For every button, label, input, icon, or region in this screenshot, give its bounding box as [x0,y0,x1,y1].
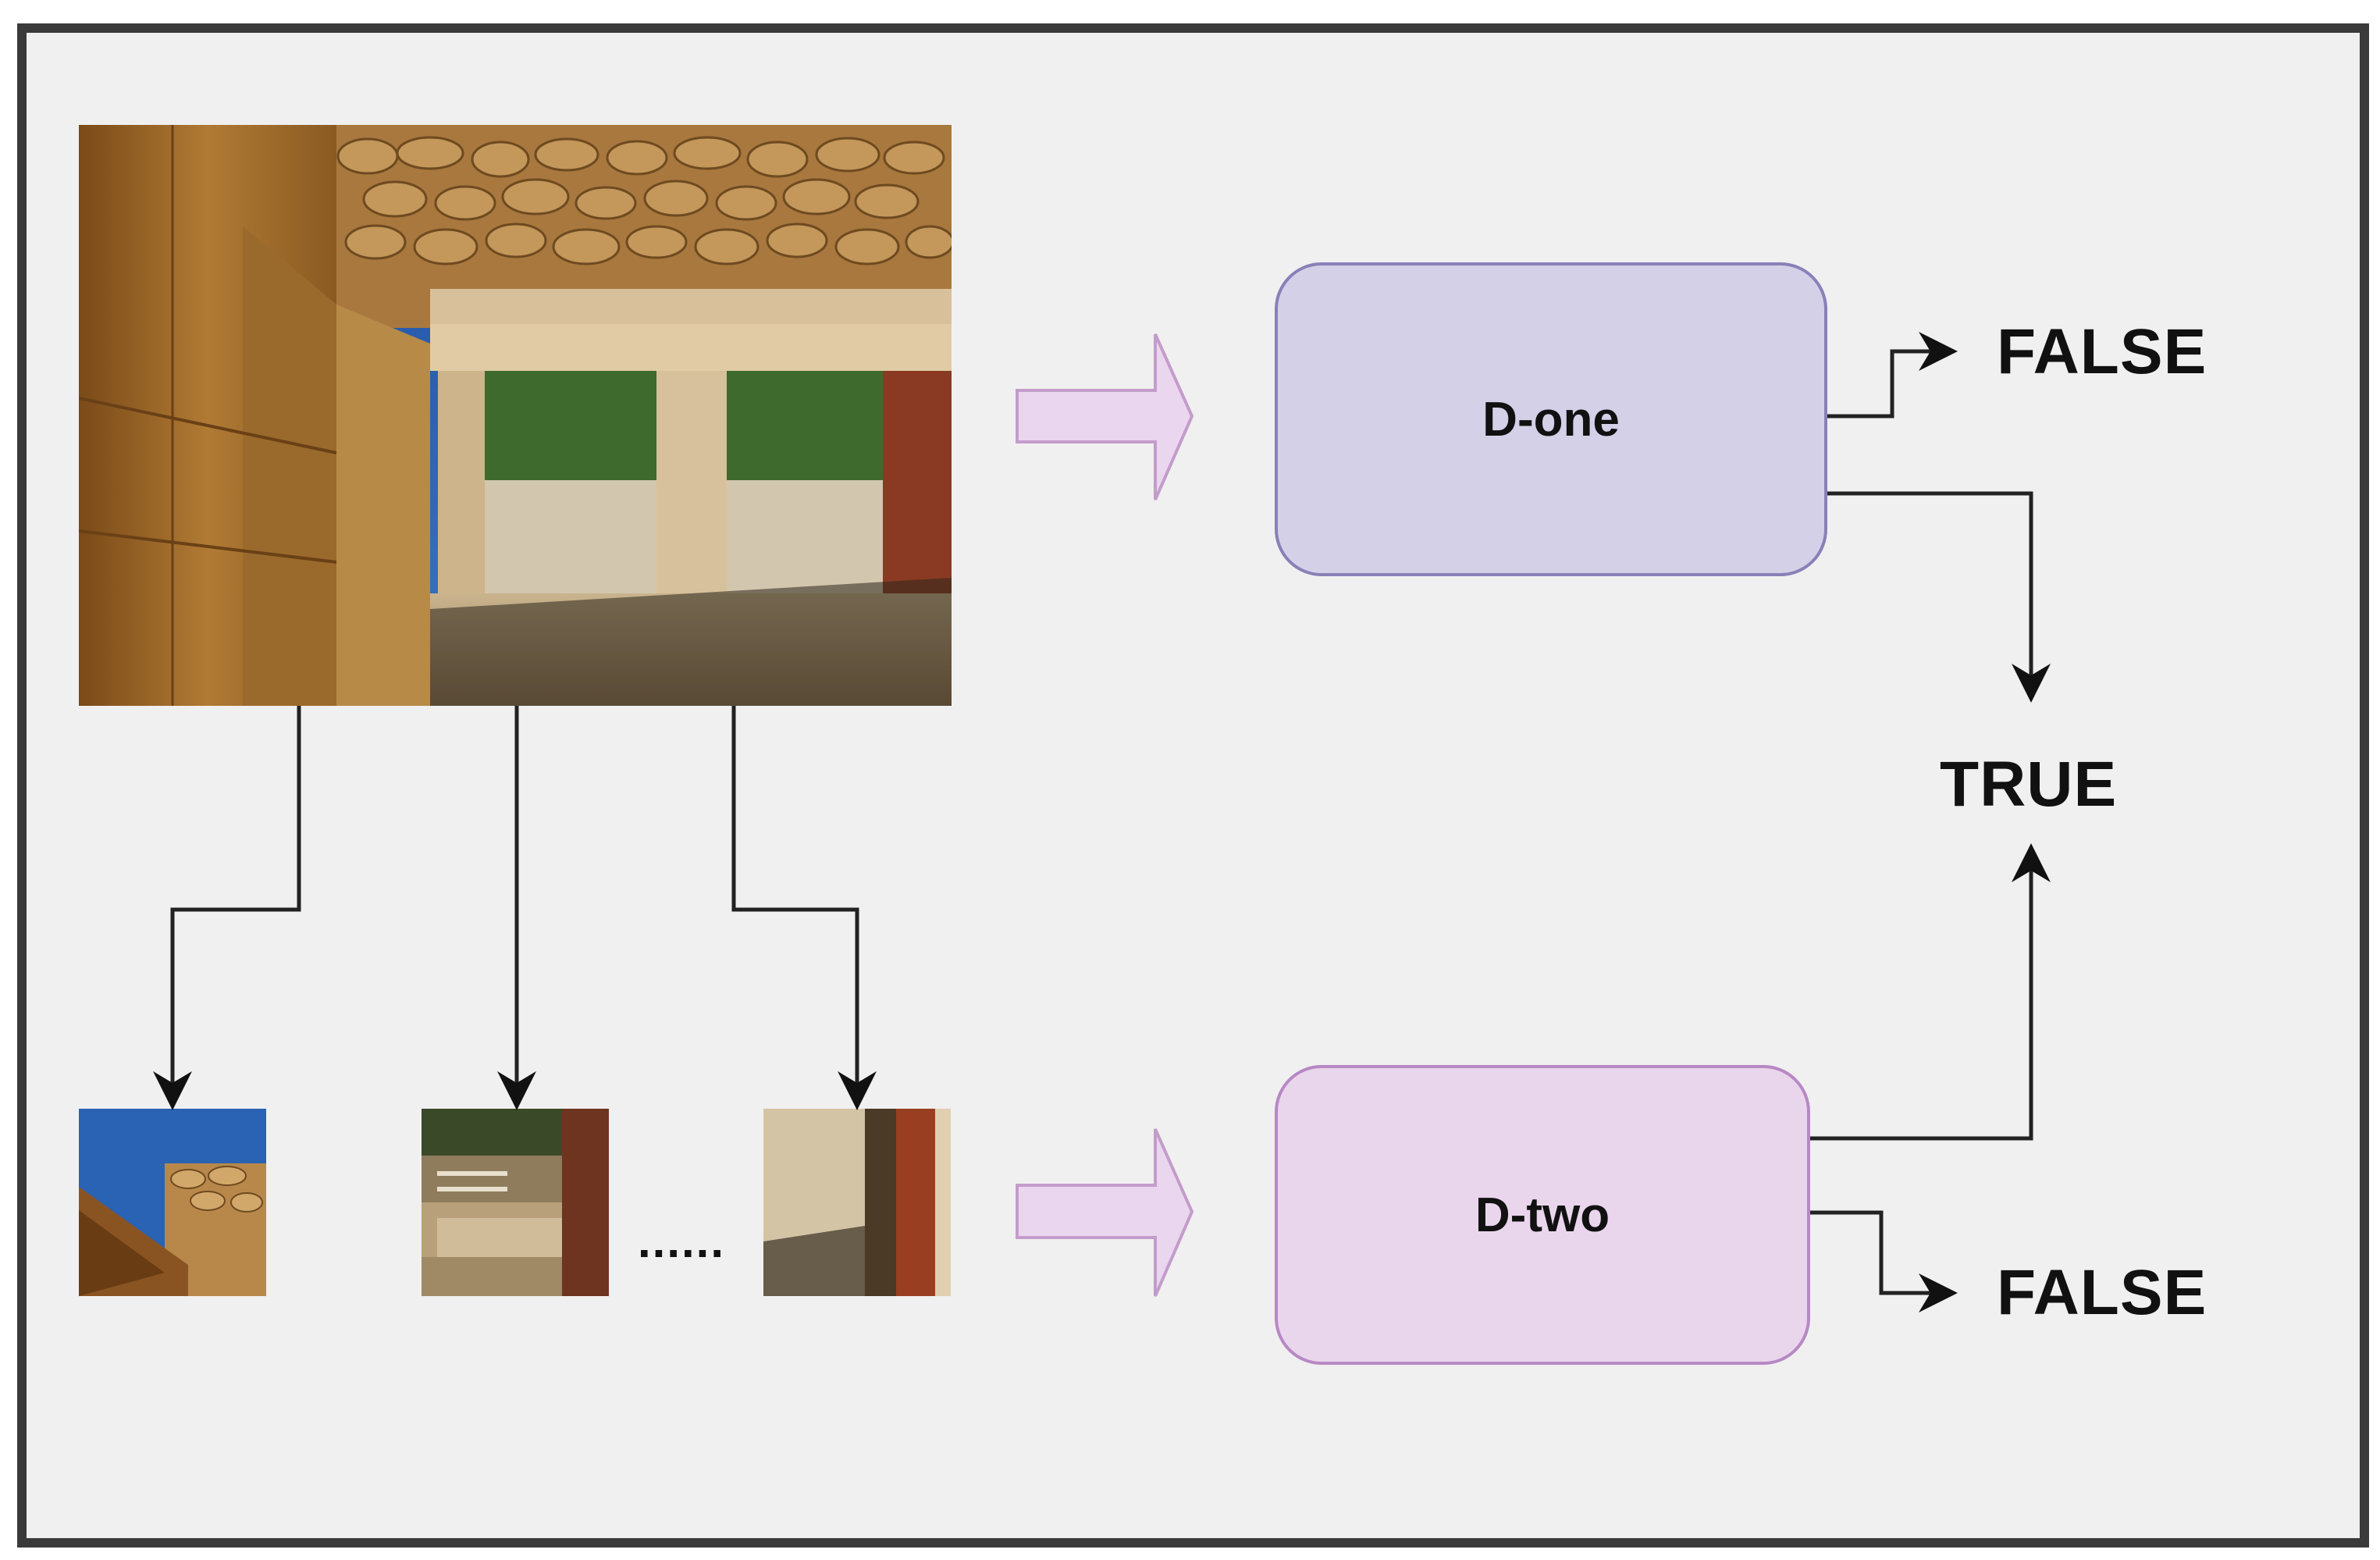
d-two-box: D-two [1275,1065,1810,1365]
image-patch-3 [763,1109,951,1296]
input-image [79,125,952,706]
d-two-label: D-two [1475,1188,1610,1242]
image-patch-2 [422,1109,609,1296]
false-top-label: FALSE [1997,316,2207,387]
patches-ellipsis: ...... [637,1215,726,1267]
d-one-box: D-one [1275,262,1827,576]
false-bottom-label: FALSE [1997,1257,2207,1328]
image-patch-1 [79,1109,266,1296]
d-one-label: D-one [1482,392,1620,447]
true-label: TRUE [1940,749,2118,820]
